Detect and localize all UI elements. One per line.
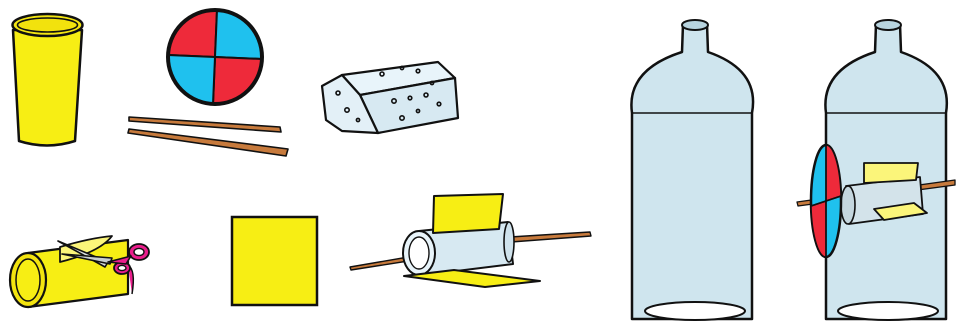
color-wheel-side-view <box>809 143 843 259</box>
scissors-icon <box>57 240 150 275</box>
color-wheel-disc <box>166 8 264 106</box>
cut-paper-tube-with-scissors <box>8 235 150 309</box>
bottle-with-rotor-inserted <box>796 19 956 321</box>
paper-cup <box>11 12 84 147</box>
wooden-skewer-sticks <box>127 116 289 157</box>
empty-glass-bottle <box>630 19 755 321</box>
assembled-rotor <box>349 193 592 288</box>
yellow-paper-square <box>230 215 319 307</box>
foam-block <box>320 60 460 135</box>
